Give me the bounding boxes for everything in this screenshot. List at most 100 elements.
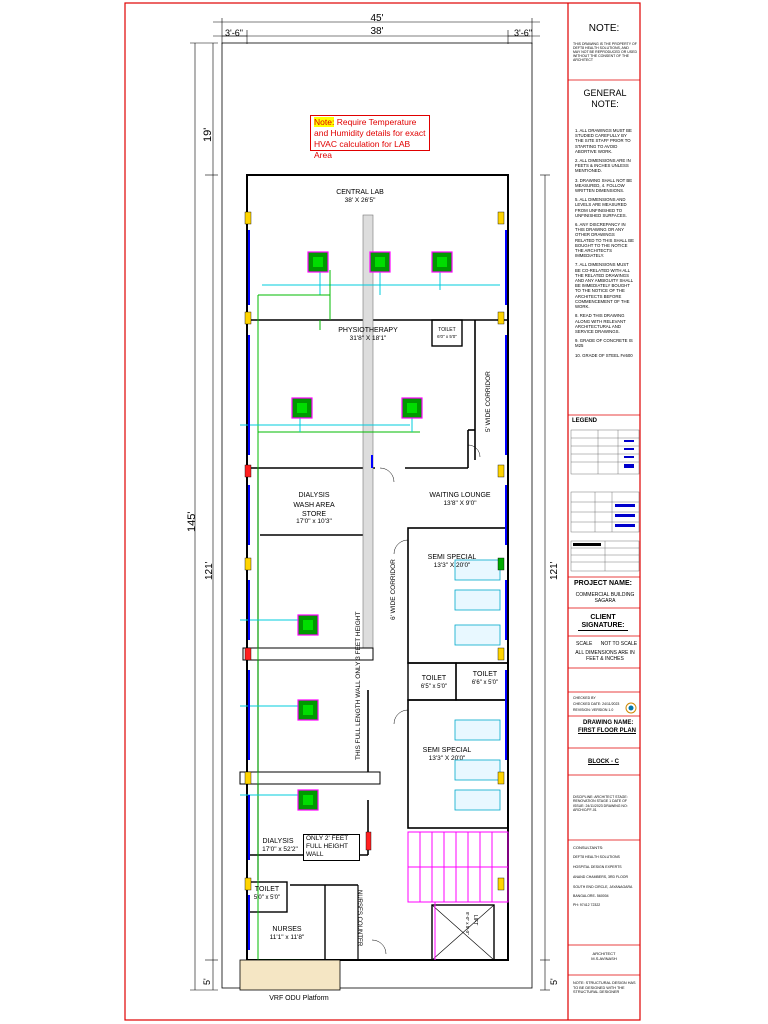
room-physiotherapy-size: 31'8" X 18'1" bbox=[349, 335, 387, 342]
windows bbox=[248, 230, 507, 950]
vrf-platform-label: VRF ODU Platform bbox=[269, 995, 329, 1002]
room-semi-special-2: SEMI SPECIAL bbox=[422, 747, 472, 754]
project-name: COMMERCIAL BUILDING SAGARA bbox=[575, 592, 635, 604]
room-toilet-b: TOILET bbox=[472, 671, 498, 678]
units-note: ALL DIMENSIONS ARE IN FEET & INCHES bbox=[575, 650, 635, 662]
side-dimension-lines bbox=[190, 42, 550, 991]
legend-heading: LEGEND bbox=[572, 418, 598, 424]
dim-left-built: 121' bbox=[204, 561, 215, 580]
room-dialysis: DIALYSIS bbox=[262, 838, 294, 845]
general-notes-list: 1. ALL DRAWINGS MUST BE STUDIED CAREFULL… bbox=[575, 128, 635, 362]
general-note-3: 3. DRAWING SHALL NOT BE MEASURED, 4. FOL… bbox=[575, 177, 633, 194]
partial-wall-line1: ONLY 2' FEET bbox=[306, 835, 349, 842]
room-semi-special-1-size: 13'3" X 20'0" bbox=[433, 562, 471, 569]
wall-note: THIS FULL LENGTH WALL ONLY 3 FEET HEIGHT bbox=[355, 611, 362, 760]
general-note-2: 2. ALL DIMENSIONS ARE IN FEETS & INCHES … bbox=[575, 158, 631, 174]
room-lift: LIFT bbox=[472, 915, 478, 926]
room-dialysis-size: 17'0" x 52'2" bbox=[262, 846, 298, 853]
dim-total-length: 145' bbox=[186, 511, 198, 532]
general-note-heading: GENERAL NOTE: bbox=[583, 88, 627, 109]
consultant-1: DEFT8 HEALTH SOLUTIONS bbox=[573, 855, 620, 859]
general-note-4: 5. ALL DIMENSIONS AND LEVELS ARE MEASURE… bbox=[575, 197, 627, 218]
general-note-7: 8. READ THIS DRAWING ALONG WITH RELEVANT… bbox=[575, 313, 626, 334]
doors bbox=[371, 444, 481, 955]
checked-by: CHECKED BY bbox=[573, 696, 596, 700]
beds bbox=[454, 559, 501, 811]
client-signature-heading: CLIENT SIGNATURE: bbox=[578, 614, 628, 631]
hvac-note-box: Note: Require Temperature and Humidity d… bbox=[310, 115, 430, 160]
dim-bottom-left: 5' bbox=[202, 978, 212, 985]
architect-name: M.S.AVINASH bbox=[591, 956, 617, 961]
room-semi-special-1: SEMI SPECIAL bbox=[427, 554, 477, 561]
hvac-units bbox=[291, 251, 453, 811]
general-note-5: 6. ANY DISCREPANCY IN THIS DRAWING OR AN… bbox=[575, 222, 634, 259]
room-dialysis-store: DIALYSIS bbox=[298, 492, 330, 499]
vrf-platform bbox=[239, 959, 341, 991]
corridor-right: 5' WIDE CORRIDOR bbox=[485, 371, 492, 432]
room-toilet-a-size: 6'5" x 5'0" bbox=[420, 684, 448, 690]
bottom-note: NOTE: STRUCTURAL DESIGN HAS TO BE DESIGN… bbox=[573, 981, 636, 994]
partial-wall-line2: FULL HEIGHT bbox=[306, 843, 349, 850]
dim-right-built: 121' bbox=[549, 561, 560, 580]
title-note-heading: NOTE: bbox=[588, 23, 620, 34]
general-note-6: 7. ALL DIMENSIONS MUST BE CO-RELATED WIT… bbox=[575, 262, 633, 310]
note-label: Note: bbox=[314, 117, 335, 127]
dim-overall-width: 45' bbox=[370, 13, 384, 24]
staircase bbox=[407, 831, 509, 960]
room-toilet-a: TOILET bbox=[421, 675, 447, 682]
sheet-border bbox=[124, 2, 641, 1021]
hvac-unit bbox=[307, 251, 329, 273]
discipline: DISCIPLINE: ARCHITECT STAGE: RENOVATION … bbox=[573, 795, 628, 812]
title-block-dividers bbox=[568, 79, 640, 976]
columns bbox=[244, 211, 505, 891]
consultants-heading: CONSULTANTS: bbox=[573, 845, 604, 850]
room-toilet-b-size: 6'6" x 5'0" bbox=[471, 680, 499, 686]
room-toilet-bottom: TOILET bbox=[254, 886, 280, 893]
room-physiotherapy: PHYSIOTHERAPY bbox=[338, 327, 398, 334]
room-central-lab: CENTRAL LAB bbox=[336, 189, 384, 196]
room-toilet-top: TOILET bbox=[438, 327, 456, 333]
room-dialysis-store-line3: STORE bbox=[302, 511, 326, 518]
room-toilet-top-size: 6'0" x 5'0" bbox=[437, 334, 457, 339]
hvac-unit bbox=[297, 789, 319, 811]
dim-right-offset: 3'-6" bbox=[514, 28, 532, 38]
note-text: Require Temperature and Humidity details… bbox=[314, 117, 426, 160]
room-central-lab-size: 38' X 26'5" bbox=[344, 197, 376, 204]
scale: SCALE NOT TO SCALE bbox=[576, 641, 638, 647]
hvac-unit bbox=[431, 251, 453, 273]
revision: REVISION: VERSION 1.0 bbox=[573, 708, 614, 712]
project-name-heading: PROJECT NAME: bbox=[574, 580, 632, 587]
dim-inner-width: 38' bbox=[370, 26, 384, 37]
seal-icon bbox=[625, 702, 637, 714]
general-note-1: 1. ALL DRAWINGS MUST BE STUDIED CAREFULL… bbox=[575, 128, 632, 154]
room-waiting-lounge: WAITING LOUNGE bbox=[429, 492, 491, 499]
drawing-name-heading: DRAWING NAME: bbox=[583, 720, 634, 726]
room-dialysis-store-size: 17'0" x 10'3" bbox=[296, 518, 332, 525]
partial-wall-box: ONLY 2' FEET FULL HEIGHT WALL bbox=[303, 834, 360, 861]
checked-date: CHECKED DATE: 24/11/2023 bbox=[573, 702, 620, 706]
room-nurses: NURSES bbox=[272, 926, 302, 933]
block-label: BLOCK - C bbox=[588, 759, 619, 765]
room-waiting-lounge-size: 13'8" X 9'0" bbox=[443, 500, 477, 507]
consultant-6: PH: 97412 72322 bbox=[573, 903, 601, 907]
architect-label: ARCHITECT bbox=[592, 951, 616, 956]
dim-left-offset: 3'-6" bbox=[225, 28, 243, 38]
consultant-5: BANGALORE- 560004 bbox=[573, 894, 609, 898]
room-dialysis-store-line2: WASH AREA bbox=[293, 502, 335, 509]
general-note-8: 9. GRADE OF CONCRETE IS M25 bbox=[575, 338, 633, 349]
dim-top-setback: 19' bbox=[202, 127, 214, 142]
hvac-ducts bbox=[240, 270, 500, 986]
hvac-unit bbox=[291, 397, 313, 419]
hvac-unit bbox=[297, 614, 319, 636]
consultant-3: ANAND CHAMBERS, 3RD FLOOR bbox=[573, 875, 629, 879]
room-nurses-size: 11'1" x 11'8" bbox=[269, 934, 305, 941]
room-lift-size: 8'-0" x 5'-0" bbox=[465, 912, 470, 935]
beam-bands bbox=[239, 647, 381, 785]
room-toilet-bottom-size: 5'0" x 5'0" bbox=[253, 895, 281, 901]
hvac-unit bbox=[369, 251, 391, 273]
low-wall-strip bbox=[362, 214, 374, 656]
hvac-unit bbox=[401, 397, 423, 419]
hvac-unit bbox=[297, 699, 319, 721]
top-dimension-lines bbox=[213, 18, 540, 44]
